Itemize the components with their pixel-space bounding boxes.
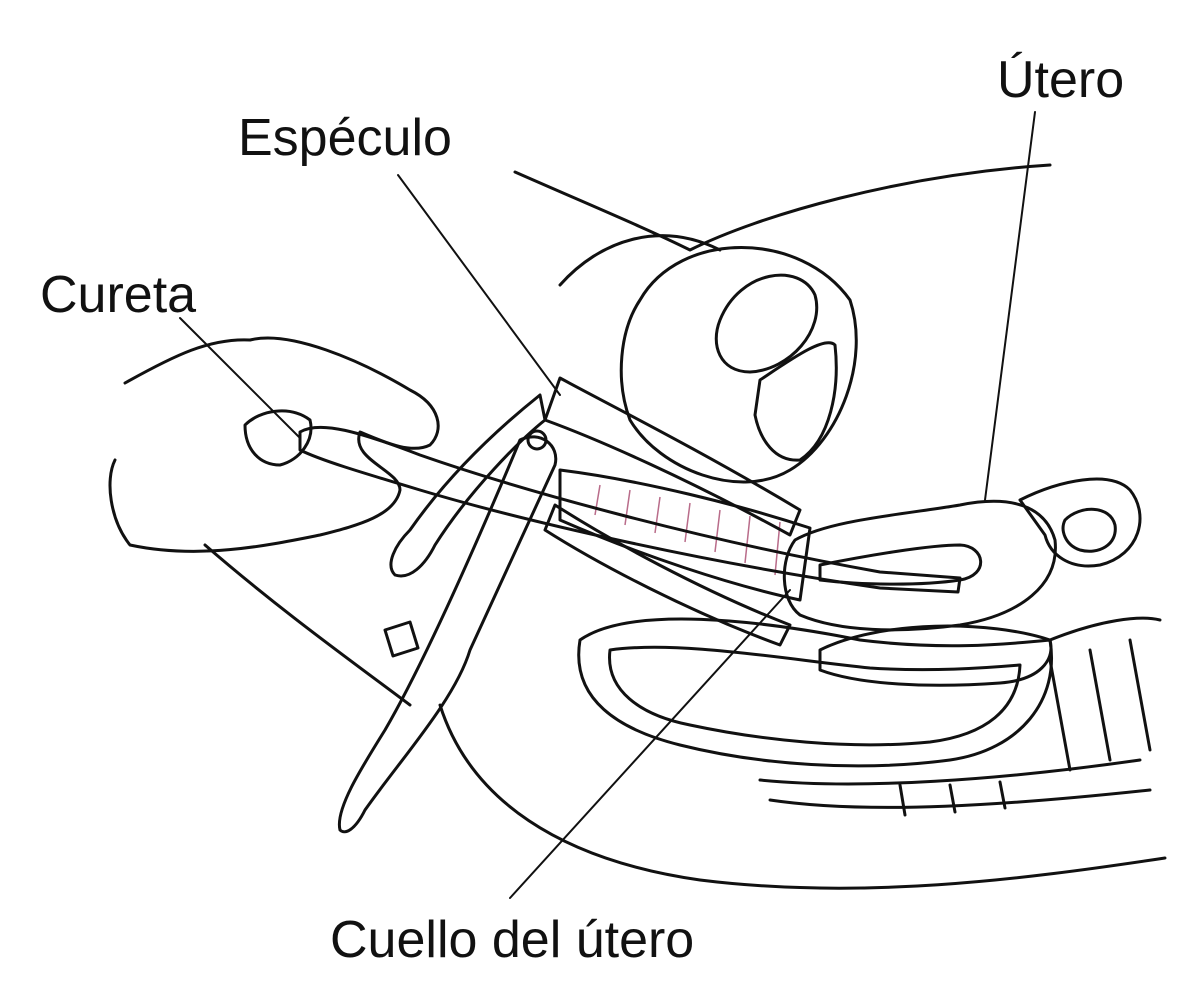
speculum xyxy=(337,376,802,834)
body-outline xyxy=(123,163,1167,890)
curette xyxy=(298,425,962,594)
label-cervix: Cuello del útero xyxy=(330,911,694,969)
uterus xyxy=(782,477,1142,632)
label-curette: Cureta xyxy=(40,266,196,324)
rectum xyxy=(577,617,1053,768)
hand xyxy=(108,336,440,553)
leader-uterus xyxy=(984,111,1036,501)
sacrum xyxy=(758,616,1162,817)
label-speculum: Espéculo xyxy=(238,109,452,167)
leader-speculum xyxy=(397,174,561,396)
leader-curette xyxy=(179,317,301,439)
bladder xyxy=(619,246,858,484)
leader-lines xyxy=(179,111,1036,899)
leader-cervix xyxy=(509,589,791,899)
label-uterus: Útero xyxy=(997,51,1124,109)
